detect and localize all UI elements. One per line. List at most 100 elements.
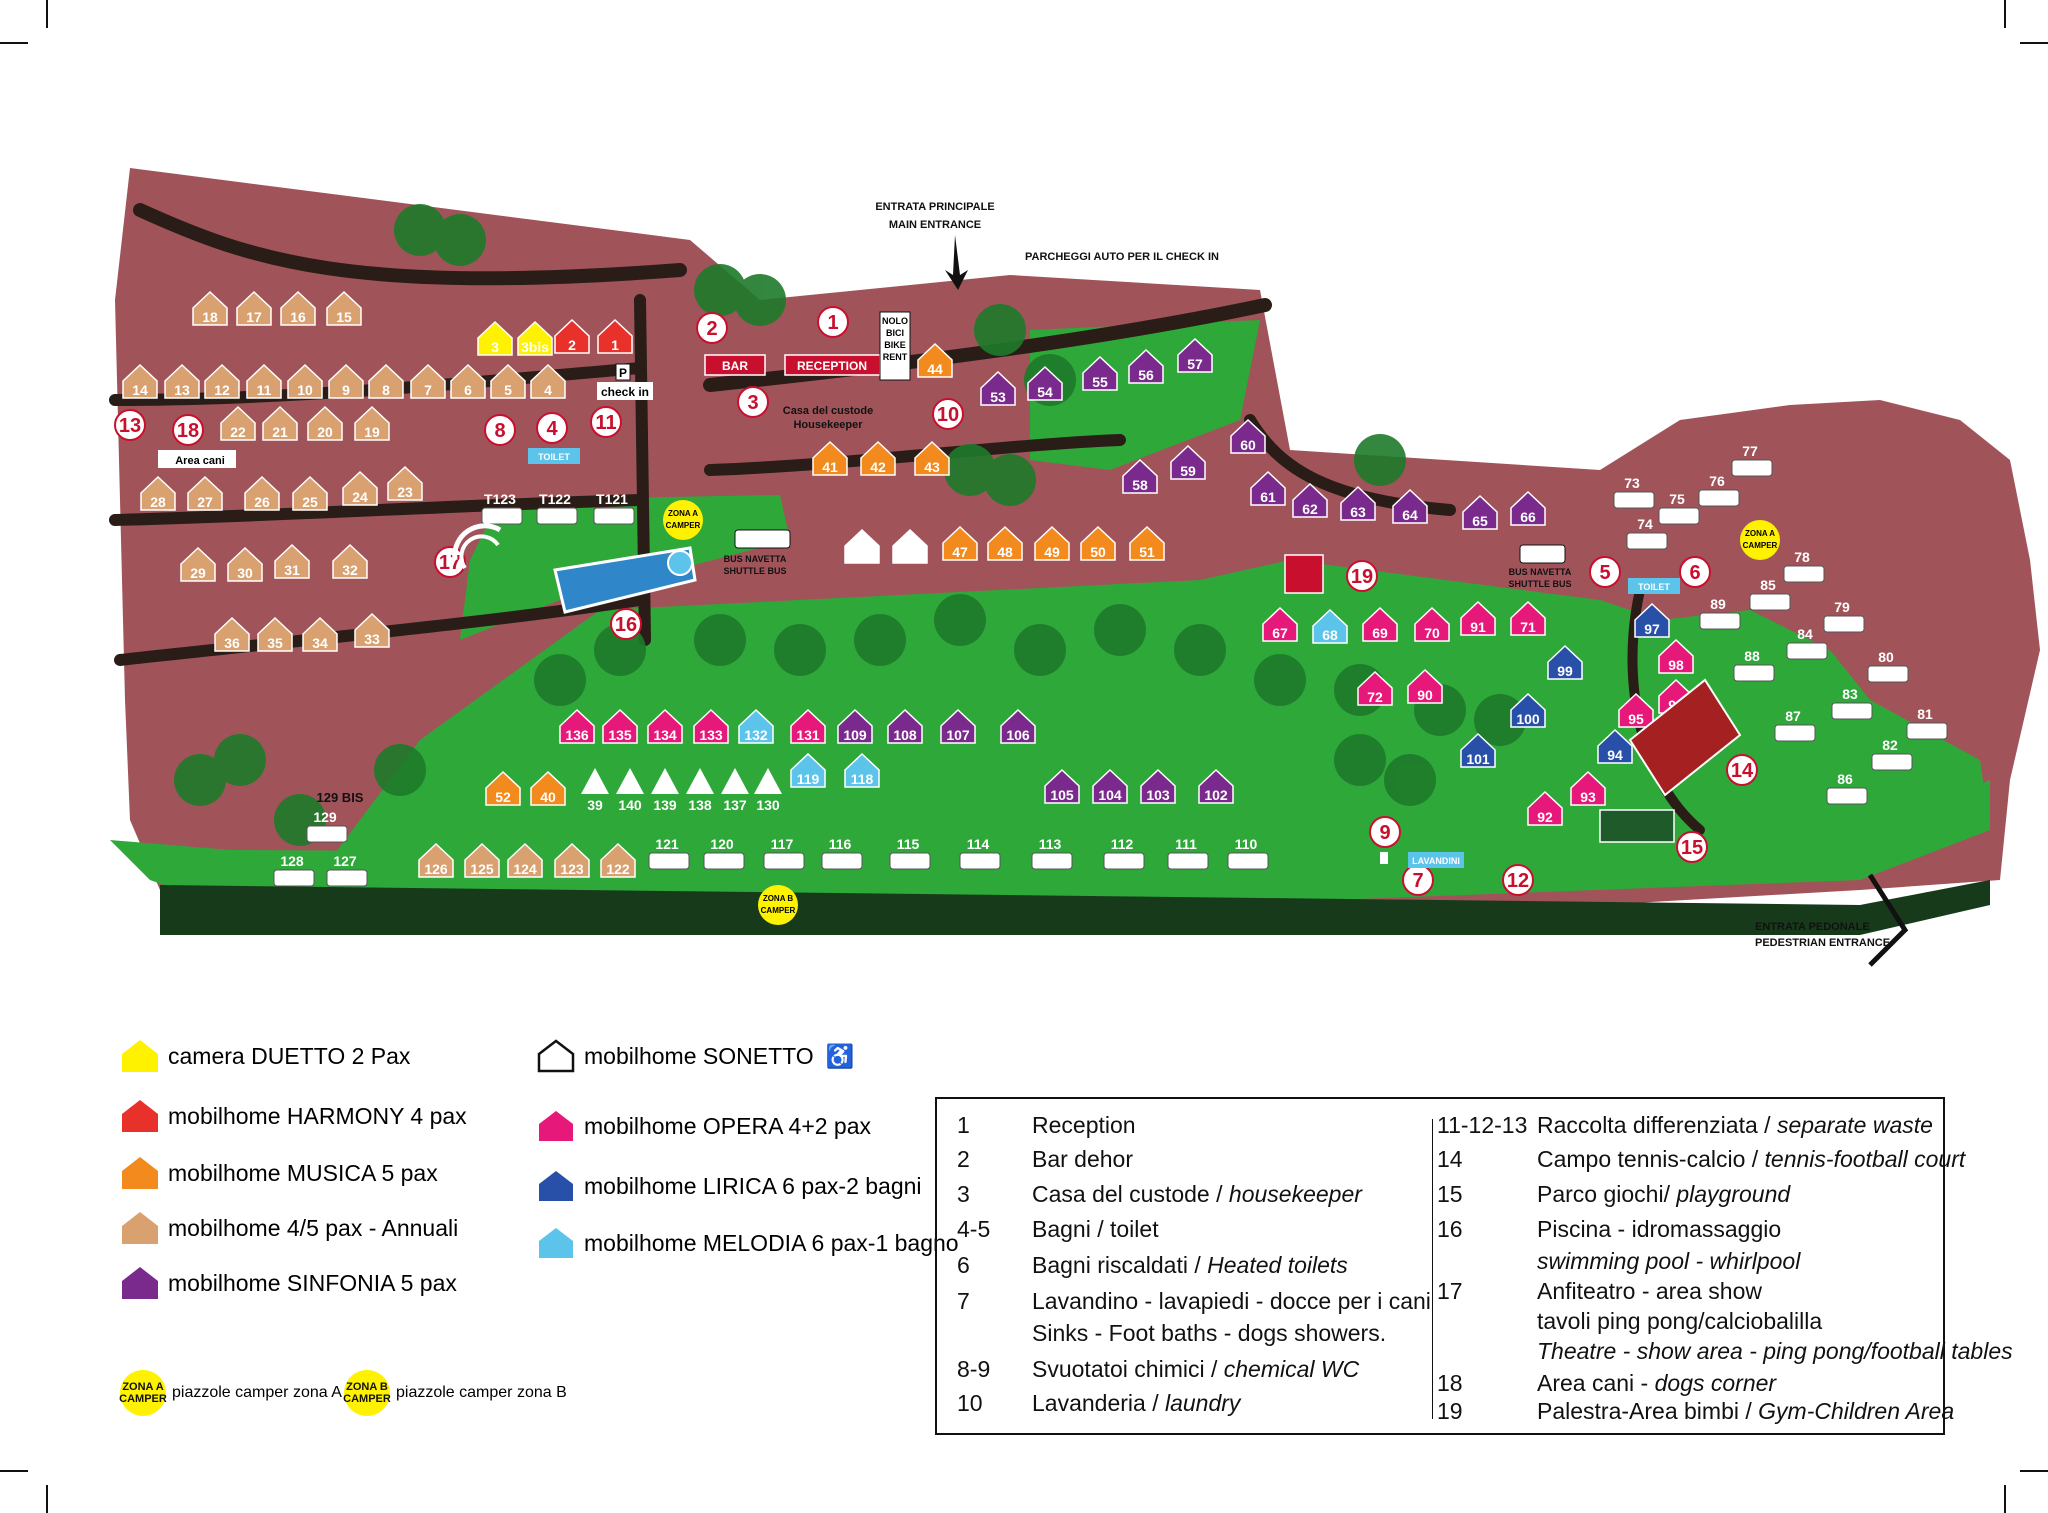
unit-opera[interactable]: 136 <box>559 708 595 744</box>
unit-sinfonia[interactable]: 58 <box>1122 458 1158 494</box>
unit-musica[interactable]: 40 <box>530 770 566 806</box>
camper-pitch[interactable]: 87 <box>1774 708 1816 742</box>
unit-annuali[interactable]: 21 <box>262 405 298 441</box>
service-marker-7[interactable]: 7 <box>1402 864 1434 896</box>
unit-annuali[interactable]: 27 <box>187 475 223 511</box>
unit-annuali[interactable]: 32 <box>332 543 368 579</box>
camper-pitch[interactable]: 127 <box>326 853 368 887</box>
unit-harmony[interactable]: 2 <box>554 318 590 354</box>
camper-pitch[interactable]: 76 <box>1698 473 1740 507</box>
camper-pitch[interactable]: 116 <box>821 836 863 870</box>
camper-pitch[interactable]: 111 <box>1167 836 1209 870</box>
camper-pitch[interactable]: 110 <box>1227 836 1269 870</box>
unit-annuali[interactable]: 33 <box>354 612 390 648</box>
camper-pitch[interactable]: 88 <box>1733 648 1775 682</box>
unit-annuali[interactable]: 22 <box>220 405 256 441</box>
unit-annuali[interactable]: 16 <box>280 290 316 326</box>
tent-unit[interactable]: 138 <box>686 768 714 813</box>
unit-sinfonia[interactable]: 102 <box>1198 768 1234 804</box>
unit-annuali[interactable]: 35 <box>257 616 293 652</box>
unit-lirica[interactable]: 100 <box>1510 692 1546 728</box>
unit-musica[interactable]: 43 <box>914 440 950 476</box>
camper-pitch[interactable]: 83 <box>1831 686 1873 720</box>
service-marker-8[interactable]: 8 <box>484 414 516 446</box>
unit-opera[interactable]: 92 <box>1527 790 1563 826</box>
camper-pitch[interactable]: 81 <box>1906 706 1948 740</box>
unit-sonetto[interactable]: 46 <box>892 528 928 564</box>
service-marker-1[interactable]: 1 <box>817 306 849 338</box>
unit-annuali[interactable]: 4 <box>530 363 566 399</box>
unit-musica[interactable]: 52 <box>485 770 521 806</box>
unit-sinfonia[interactable]: 104 <box>1092 768 1128 804</box>
unit-sinfonia[interactable]: 54 <box>1027 365 1063 401</box>
tent-unit[interactable]: 39 <box>581 768 609 813</box>
unit-annuali[interactable]: 26 <box>244 475 280 511</box>
unit-annuali[interactable]: 36 <box>214 616 250 652</box>
unit-musica[interactable]: 42 <box>860 440 896 476</box>
unit-opera[interactable]: 131 <box>790 708 826 744</box>
unit-musica[interactable]: 48 <box>987 525 1023 561</box>
camper-pitch[interactable]: 80 <box>1867 649 1909 683</box>
unit-sinfonia[interactable]: 108 <box>887 708 923 744</box>
unit-annuali[interactable]: 17 <box>236 290 272 326</box>
unit-annuali[interactable]: 13 <box>164 363 200 399</box>
camper-pitch[interactable]: 78 <box>1783 549 1825 583</box>
camper-pitch[interactable]: 74 <box>1626 516 1668 550</box>
service-marker-14[interactable]: 14 <box>1726 754 1758 786</box>
unit-annuali[interactable]: 124 <box>507 842 543 878</box>
unit-annuali[interactable]: 123 <box>554 842 590 878</box>
service-marker-9[interactable]: 9 <box>1369 816 1401 848</box>
unit-sonetto[interactable]: 45 <box>844 528 880 564</box>
unit-lirica[interactable]: 94 <box>1597 728 1633 764</box>
unit-opera[interactable]: 69 <box>1362 606 1398 642</box>
service-marker-3[interactable]: 3 <box>737 386 769 418</box>
unit-musica[interactable]: 47 <box>942 525 978 561</box>
service-marker-15[interactable]: 15 <box>1676 831 1708 863</box>
unit-sinfonia[interactable]: 66 <box>1510 490 1546 526</box>
camper-pitch[interactable]: 84 <box>1786 626 1828 660</box>
camper-pitch[interactable]: 120 <box>703 836 745 870</box>
unit-sinfonia[interactable]: 55 <box>1082 355 1118 391</box>
camper-pitch[interactable]: 82 <box>1871 737 1913 771</box>
camper-pitch[interactable]: 128 <box>273 853 315 887</box>
unit-annuali[interactable]: 7 <box>410 363 446 399</box>
unit-sinfonia[interactable]: 106 <box>1000 708 1036 744</box>
unit-sinfonia[interactable]: 65 <box>1462 494 1498 530</box>
camper-pitch[interactable]: 85 <box>1749 577 1791 611</box>
unit-sinfonia[interactable]: 61 <box>1250 470 1286 506</box>
unit-annuali[interactable]: 25 <box>292 475 328 511</box>
unit-annuali[interactable]: 14 <box>122 363 158 399</box>
unit-opera[interactable]: 98 <box>1658 638 1694 674</box>
unit-sinfonia[interactable]: 64 <box>1392 488 1428 524</box>
unit-sinfonia[interactable]: 62 <box>1292 482 1328 518</box>
unit-musica[interactable]: 44 <box>917 342 953 378</box>
unit-annuali[interactable]: 5 <box>490 363 526 399</box>
unit-annuali[interactable]: 23 <box>387 465 423 501</box>
unit-annuali[interactable]: 18 <box>192 290 228 326</box>
unit-sinfonia[interactable]: 59 <box>1170 444 1206 480</box>
service-marker-11[interactable]: 11 <box>590 406 622 438</box>
service-marker-2[interactable]: 2 <box>696 312 728 344</box>
unit-annuali[interactable]: 6 <box>450 363 486 399</box>
unit-annuali[interactable]: 19 <box>354 405 390 441</box>
unit-annuali[interactable]: 10 <box>287 363 323 399</box>
unit-opera[interactable]: 72 <box>1357 670 1393 706</box>
unit-sinfonia[interactable]: 57 <box>1177 337 1213 373</box>
service-marker-6[interactable]: 6 <box>1679 556 1711 588</box>
unit-annuali[interactable]: 12 <box>204 363 240 399</box>
unit-melodia[interactable]: 132 <box>738 708 774 744</box>
unit-annuali[interactable]: 24 <box>342 470 378 506</box>
tent-unit[interactable]: 130 <box>754 768 782 813</box>
unit-annuali[interactable]: 11 <box>246 363 282 399</box>
unit-opera[interactable]: 71 <box>1510 600 1546 636</box>
tent-unit[interactable]: 139 <box>651 768 679 813</box>
service-marker-5[interactable]: 5 <box>1589 556 1621 588</box>
unit-lirica[interactable]: 99 <box>1547 644 1583 680</box>
unit-musica[interactable]: 51 <box>1129 525 1165 561</box>
camper-pitch[interactable]: T123 <box>481 491 523 525</box>
tent-unit[interactable]: 137 <box>721 768 749 813</box>
unit-opera[interactable]: 135 <box>602 708 638 744</box>
camper-pitch[interactable]: 77 <box>1731 443 1773 477</box>
unit-annuali[interactable]: 122 <box>600 842 636 878</box>
camper-pitch[interactable]: 115 <box>889 836 931 870</box>
